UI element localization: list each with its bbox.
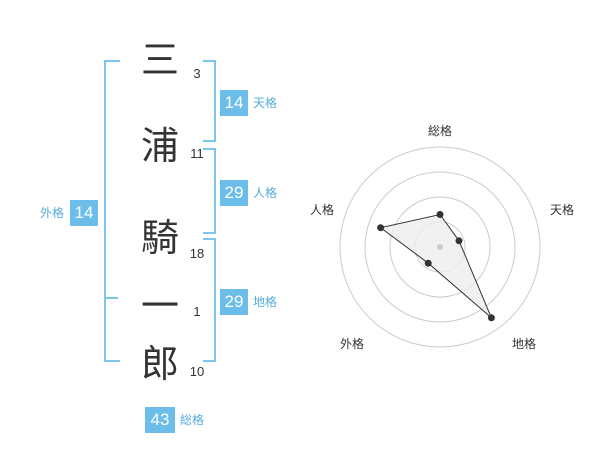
chikaku-value: 29 <box>220 289 248 315</box>
radar-point-1 <box>436 211 444 218</box>
radar-grid-ring <box>364 171 516 323</box>
radar-label-soukaku: 総格 <box>428 124 453 138</box>
radar-label-gaikaku: 外格 <box>340 337 365 351</box>
stroke-count-4: 1 <box>193 304 201 319</box>
radar-label-chikaku: 地格 <box>512 337 537 351</box>
chikaku-label: 地格 <box>253 295 278 309</box>
radar-point-5 <box>377 224 385 232</box>
gaikaku-value: 14 <box>70 200 98 226</box>
radar-point-2 <box>455 237 463 245</box>
jinkaku-value: 29 <box>220 180 248 206</box>
radar-series-polygon <box>379 213 492 319</box>
name-char-4: 一 <box>140 284 179 328</box>
jinkaku-bracket <box>203 148 216 234</box>
stroke-count-2: 11 <box>190 146 204 161</box>
soukaku-label: 総格 <box>180 413 205 427</box>
gaikaku-divider <box>106 297 118 299</box>
radar-grid-ring <box>339 146 541 348</box>
stroke-count-1: 3 <box>193 66 201 81</box>
jinkaku-label: 人格 <box>253 186 278 200</box>
chikaku-bracket <box>203 238 216 362</box>
radar-point-3 <box>487 314 495 322</box>
radar-grid-ring <box>389 196 491 298</box>
soukaku-value: 43 <box>145 407 175 433</box>
name-char-1: 三 <box>140 38 179 82</box>
stroke-count-5: 10 <box>189 364 205 379</box>
tenkaku-bracket <box>203 60 216 142</box>
radar-point-4 <box>424 259 432 267</box>
tenkaku-value: 14 <box>220 90 248 116</box>
radar-label-jinkaku: 人格 <box>310 203 335 217</box>
radar-label-tenkaku: 天格 <box>550 203 575 217</box>
radar-center-dot <box>437 244 443 250</box>
name-char-3: 騎 <box>140 216 179 260</box>
tenkaku-label: 天格 <box>253 96 278 110</box>
gaikaku-label: 外格 <box>40 206 65 220</box>
gaikaku-bracket <box>104 60 120 362</box>
name-char-5: 郎 <box>140 342 179 386</box>
stroke-count-3: 18 <box>189 246 205 261</box>
name-char-2: 浦 <box>140 124 179 168</box>
